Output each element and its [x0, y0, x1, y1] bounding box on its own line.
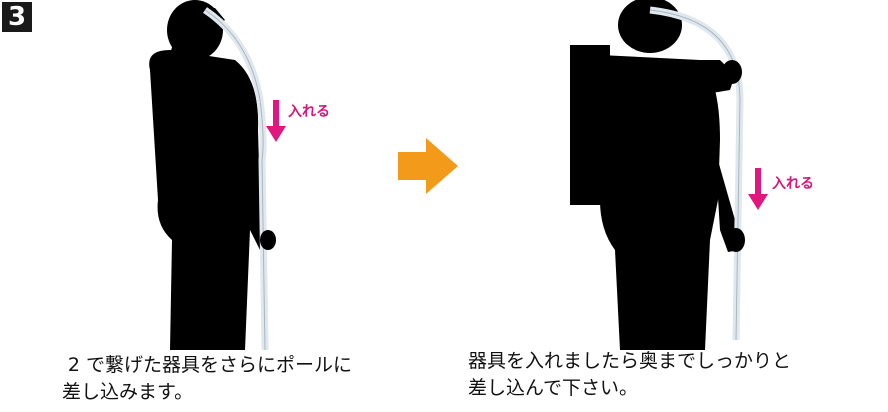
left-insert-label: 入れる: [288, 104, 330, 120]
left-person-silhouette: [149, 0, 276, 350]
right-insert-label: 入れる: [772, 176, 814, 192]
next-step-arrow-icon: [398, 138, 458, 194]
left-illustration: [110, 0, 310, 350]
left-caption-line2: 差し込みます。: [62, 381, 194, 403]
left-caption-line1: 2 で繋げた器具をさらにポールに: [67, 354, 353, 376]
step-number-badge: 3: [2, 2, 32, 32]
right-insert-arrow-icon: [748, 168, 768, 210]
right-caption-line2: 差し込んで下さい。: [468, 377, 639, 399]
right-caption-line1: 器具を入れましたら奥までしっかりと: [468, 350, 792, 372]
right-illustration: [560, 0, 800, 350]
left-insert-arrow-icon: [266, 100, 286, 142]
right-caption: 器具を入れましたら奥までしっかりと 差し込んで下さい。: [468, 348, 868, 402]
right-person-silhouette: [570, 0, 745, 350]
left-caption: 2 で繋げた器具をさらにポールに 差し込みます。: [0, 352, 420, 406]
